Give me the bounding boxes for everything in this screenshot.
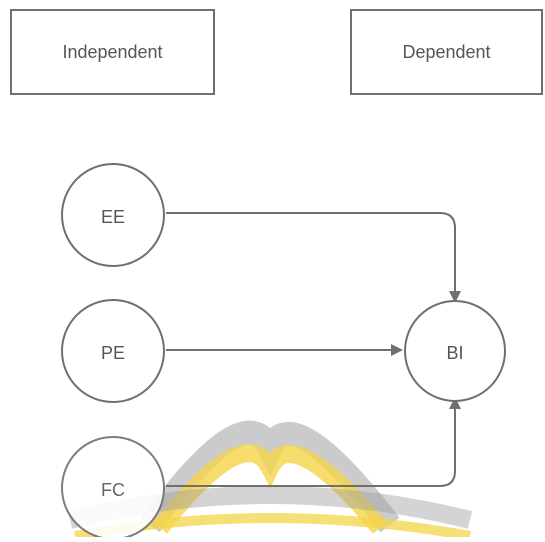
ee-label: EE xyxy=(101,207,125,227)
ee-node: EE xyxy=(61,163,165,267)
independent-box: Independent xyxy=(10,9,215,95)
ee-to-bi-arrow xyxy=(166,212,461,303)
bi-label: BI xyxy=(446,343,463,363)
fc-label: FC xyxy=(101,480,125,500)
bi-node: BI xyxy=(404,300,506,402)
fc-to-bi-arrow xyxy=(166,397,461,487)
fc-node: FC xyxy=(61,436,165,540)
dependent-label: Dependent xyxy=(402,42,490,62)
independent-label: Independent xyxy=(62,42,162,62)
dependent-box: Dependent xyxy=(350,9,543,95)
pe-node: PE xyxy=(61,299,165,403)
pe-label: PE xyxy=(101,343,125,363)
